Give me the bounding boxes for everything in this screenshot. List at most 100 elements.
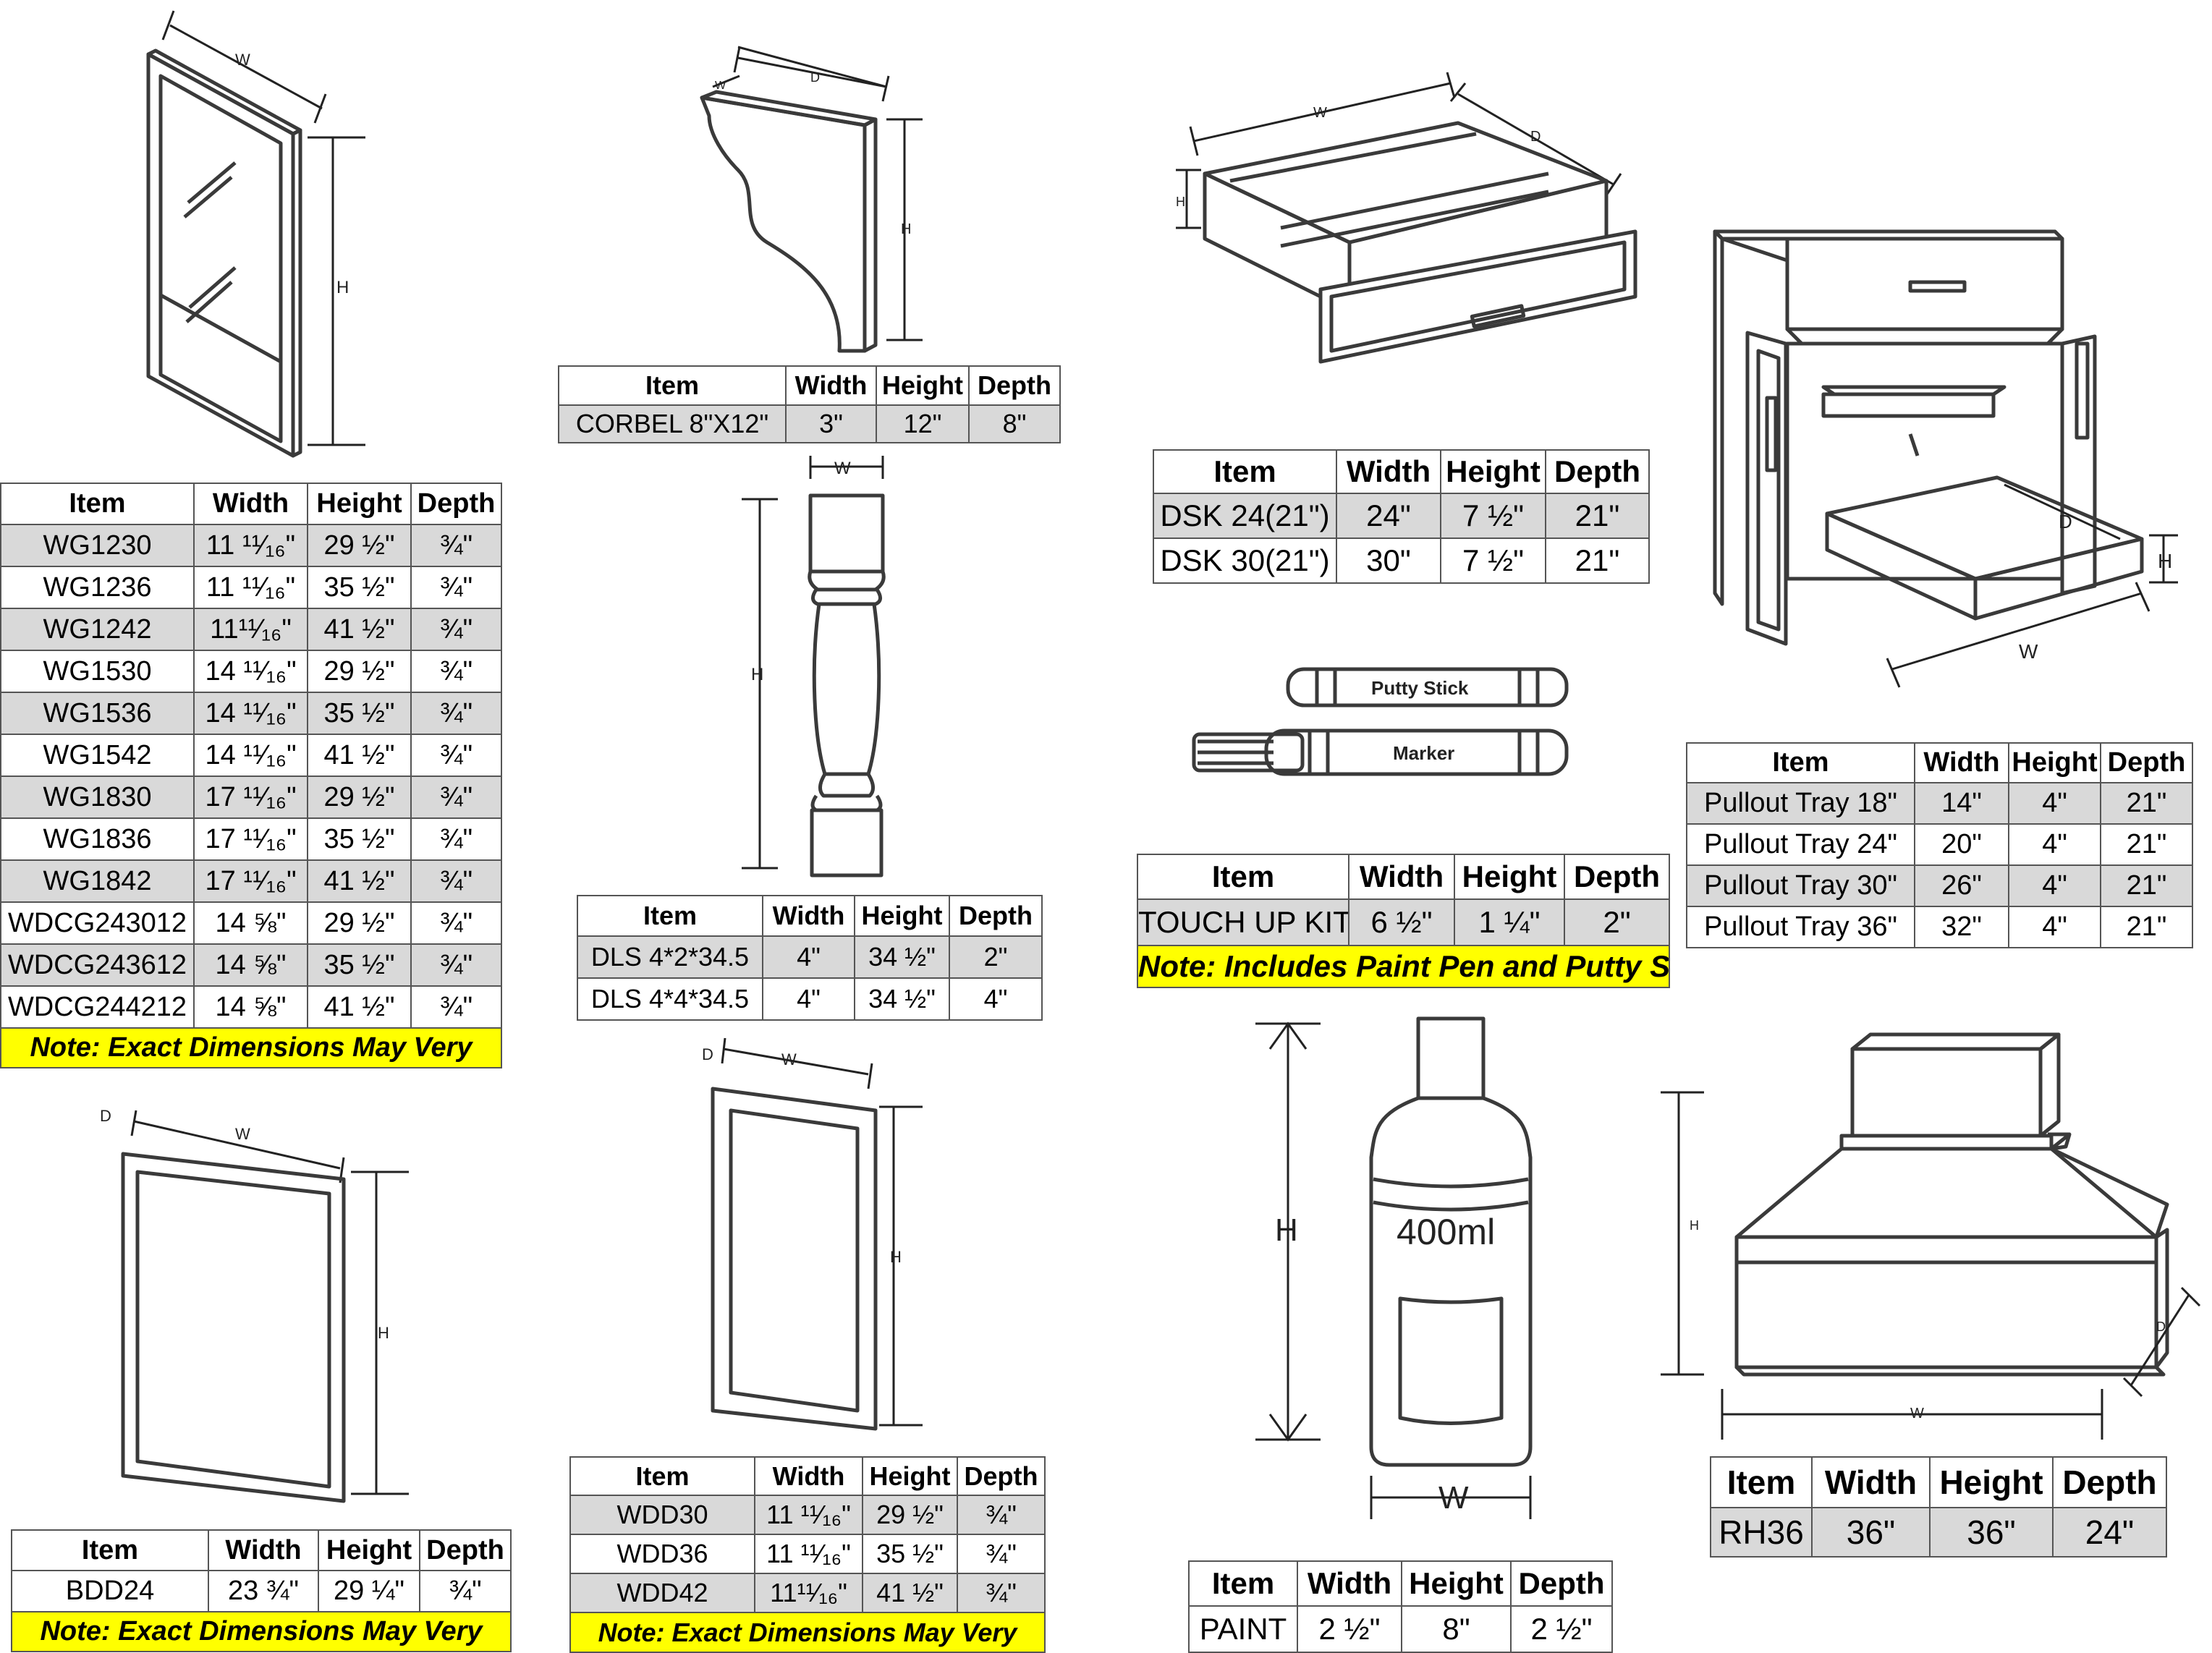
cell-depth: ¾" [410, 524, 502, 567]
cell-depth: 2 ½" [1510, 1605, 1613, 1653]
col-header-width: Width [193, 483, 308, 525]
cell-height: 29 ½" [307, 650, 412, 693]
corbel-table-body: CORBEL 8"X12"3"12"8" [558, 404, 1061, 443]
col-header-depth: Depth [1545, 449, 1650, 494]
col-header-height: Height [862, 1456, 958, 1496]
cell-height: 12" [876, 404, 970, 443]
cell-item: WG1530 [0, 650, 195, 693]
cell-width: 4" [762, 977, 855, 1021]
putty-stick-label: Putty Stick [1371, 677, 1469, 699]
cell-height: 34 ½" [854, 977, 950, 1021]
col-header-item: Item [1188, 1560, 1298, 1607]
cell-item: WDCG244212 [0, 985, 195, 1029]
cell-width: 17 ¹¹⁄₁₆" [193, 817, 308, 861]
cell-height: 35 ½" [862, 1534, 958, 1574]
table-row: DSK 30(21")30"7 ½"21" [1153, 537, 1650, 584]
cell-item: Pullout Tray 36" [1686, 906, 1915, 948]
col-header-item: Item [1686, 742, 1915, 783]
table-row: DSK 24(21")24"7 ½"21" [1153, 493, 1650, 539]
cell-item: WG1842 [0, 859, 195, 903]
col-header-depth: Depth [410, 483, 502, 525]
cell-width: 11 ¹¹⁄₁₆" [193, 524, 308, 567]
dim-h-label: H [336, 278, 349, 297]
table-header-row: Item Width Height Depth [0, 483, 502, 525]
cell-width: 20" [1914, 823, 2009, 866]
cell-width: 17 ¹¹⁄₁₆" [193, 859, 308, 903]
corbel-spec-table: Item Width Height Depth CORBEL 8"X12"3"1… [558, 365, 1061, 443]
cell-width: 14 ¹¹⁄₁₆" [193, 692, 308, 735]
dim-d-label: D [810, 70, 820, 85]
cell-width: 14 ⅝" [193, 901, 308, 945]
cell-height: 1 ¼" [1454, 898, 1565, 946]
cell-width: 11¹¹⁄₁₆" [193, 608, 308, 651]
cell-depth: 2" [1564, 898, 1670, 946]
pullout-tray-cabinet-illustration: H D W [1713, 229, 2178, 688]
cell-width: 6 ½" [1348, 898, 1455, 946]
table-row: Pullout Tray 24"20"4"21" [1686, 823, 2193, 866]
cell-item: WDD42 [569, 1573, 755, 1613]
col-header-width: Width [1336, 449, 1441, 494]
col-header-depth: Depth [1564, 854, 1670, 900]
cell-width: 14" [1914, 782, 2009, 825]
cell-width: 24" [1336, 493, 1441, 539]
cell-item: WDD36 [569, 1534, 755, 1574]
cell-item: WG1830 [0, 775, 195, 819]
col-header-height: Height [1401, 1560, 1512, 1607]
decorative-leg-illustration: W H [742, 456, 886, 878]
col-header-height: Height [307, 483, 412, 525]
cell-depth: ¾" [957, 1495, 1046, 1535]
cell-depth: ¾" [957, 1573, 1046, 1613]
cell-width: 23 ¾" [208, 1570, 319, 1612]
cell-depth: ¾" [410, 943, 502, 987]
cell-depth: ¾" [410, 692, 502, 735]
col-header-width: Width [762, 895, 855, 937]
col-header-item: Item [569, 1456, 755, 1496]
dsk-spec-table: Item Width Height Depth DSK 24(21")24"7 … [1153, 449, 1650, 584]
cell-height: 41 ½" [862, 1573, 958, 1613]
col-header-width: Width [1811, 1456, 1931, 1508]
col-header-item: Item [577, 895, 763, 937]
putty-stick-icon [1286, 667, 1569, 707]
cell-width: 14 ⅝" [193, 985, 308, 1029]
cell-height: 29 ½" [307, 524, 412, 567]
cell-depth: 21" [1545, 537, 1650, 584]
dim-w-label: W [834, 459, 851, 478]
dim-h-label: H [1176, 195, 1185, 209]
cell-item: WG1542 [0, 734, 195, 777]
cell-item: WDCG243012 [0, 901, 195, 945]
cell-height: 7 ½" [1440, 537, 1546, 584]
cell-depth: ¾" [410, 775, 502, 819]
desk-drawer-illustration: W D H [1176, 72, 1637, 364]
cell-height: 41 ½" [307, 985, 412, 1029]
cell-depth: ¾" [410, 566, 502, 609]
cell-height: 8" [1401, 1605, 1512, 1653]
note-exact-dimensions: Note: Exact Dimensions May Very [569, 1612, 1046, 1653]
cell-height: 29 ½" [862, 1495, 958, 1535]
dim-w-label: W [2019, 640, 2038, 663]
cell-depth: 21" [2100, 823, 2193, 866]
col-header-width: Width [754, 1456, 863, 1496]
cell-width: 11 ¹¹⁄₁₆" [754, 1495, 863, 1535]
cell-height: 41 ½" [307, 734, 412, 777]
cell-height: 36" [1929, 1507, 2054, 1558]
cell-item: TOUCH UP KIT [1137, 898, 1349, 946]
dim-d-label: D [2059, 511, 2072, 532]
